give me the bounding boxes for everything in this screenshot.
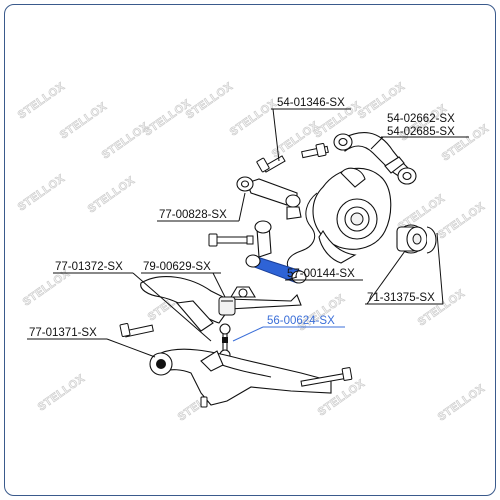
part-label-71-31375: 71-31375-SX	[367, 292, 435, 304]
part-label-57-00144: 57-00144-SX	[287, 268, 355, 280]
leader-77-01371	[106, 338, 156, 358]
lower-bolt	[300, 367, 353, 387]
part-label-77-01371: 77-01371-SX	[29, 327, 97, 339]
upper-small-link	[254, 220, 272, 258]
small-bolt	[200, 396, 208, 408]
watermark: STELLOX	[21, 267, 72, 308]
toe-link-57-00144	[245, 254, 307, 284]
part-label-54-02685: 54-02685-SX	[387, 126, 455, 138]
watermark: STELLOX	[436, 382, 487, 423]
leader-lines	[27, 108, 469, 358]
leader-57-00144	[286, 276, 298, 281]
leader-71-31375-frame	[436, 232, 444, 305]
lower-control-arm	[149, 348, 332, 406]
part-labels: 54-01346-SX 54-02662-SX 54-02685-SX 77-0…	[29, 97, 455, 339]
watermark: STELLOX	[86, 174, 137, 215]
upper-link-arm	[236, 176, 302, 220]
upper-control-arm	[333, 132, 417, 185]
abs-cable	[286, 192, 318, 272]
part-label-77-00828: 77-00828-SX	[159, 209, 227, 221]
leader-77-01372	[132, 272, 212, 342]
watermark: STELLOX	[142, 97, 193, 138]
leader-54-02662	[370, 136, 384, 150]
part-label-77-01372: 77-01372-SX	[55, 261, 123, 273]
watermark: STELLOX	[16, 172, 67, 213]
bushing-71-31375	[396, 224, 437, 254]
watermark: STELLOX	[16, 80, 67, 121]
leader-56-00624	[232, 326, 264, 342]
link-bolt	[256, 155, 286, 173]
bolt-79-00629	[208, 233, 254, 247]
watermark: STELLOX	[58, 100, 109, 141]
stabilizer-bushing	[218, 296, 236, 316]
watermark: STELLOX	[228, 97, 279, 138]
part-label-54-02662: 54-02662-SX	[387, 113, 455, 125]
diagram-frame: STELLOX STELLOX STELLOX STELLOX STELLOX …	[4, 4, 496, 496]
left-bolt	[119, 322, 154, 338]
part-label-56-00624: 56-00624-SX	[267, 315, 335, 327]
leader-79-00629	[212, 272, 226, 298]
wheel-carrier	[312, 167, 392, 264]
watermark: STELLOX	[36, 372, 87, 413]
part-label-54-01346: 54-01346-SX	[277, 97, 345, 109]
part-label-79-00629: 79-00629-SX	[143, 261, 211, 273]
watermark: STELLOX	[436, 200, 487, 241]
watermark: STELLOX	[184, 80, 235, 121]
leader-71-31375	[366, 250, 406, 305]
suspension-diagram: STELLOX STELLOX STELLOX STELLOX STELLOX …	[15, 80, 491, 424]
upper-bolt	[301, 142, 329, 159]
leader-54-01346	[272, 108, 280, 162]
leader-77-00828	[238, 192, 246, 222]
